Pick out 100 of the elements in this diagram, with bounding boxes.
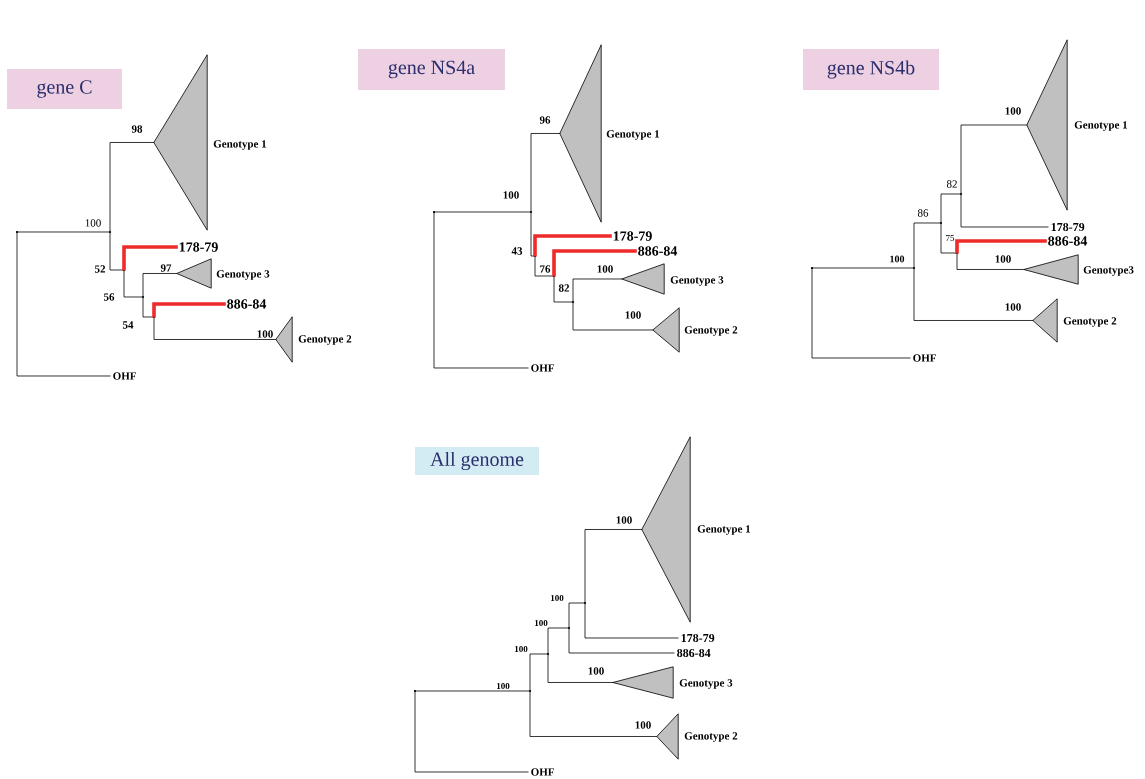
tree-branch: [940, 193, 961, 223]
tree-branch: [572, 278, 623, 302]
leaf-label: 886-84: [677, 648, 711, 658]
genotype-label: Genotype 1: [697, 525, 751, 535]
tree-branch: [547, 627, 569, 654]
bootstrap-value: 100: [497, 682, 510, 690]
leaf-label: 178-79: [681, 633, 715, 643]
tree-branch: [955, 239, 1047, 254]
branch-point: [955, 251, 959, 255]
bootstrap-value: 52: [94, 265, 106, 273]
branch-point: [141, 295, 145, 299]
tree-branch: [433, 212, 529, 369]
branch-point: [571, 300, 575, 304]
leaf-label: 178-79: [613, 231, 652, 241]
tree-branch: [534, 256, 554, 277]
panel-title: gene C: [7, 69, 122, 109]
branch-point: [122, 268, 126, 272]
tree-branch: [433, 211, 531, 213]
genotype-label: Genotype 1: [1074, 121, 1128, 131]
tree-branch: [533, 234, 612, 257]
bootstrap-value: 100: [597, 265, 613, 273]
leaf-label: 886-84: [227, 299, 267, 309]
bootstrap-value: 75: [946, 235, 955, 241]
bootstrap-value: 100: [1005, 303, 1021, 311]
genotype-label: Genotype 1: [606, 130, 660, 140]
tree-branch: [152, 302, 226, 318]
genotype-label: Genotype 2: [684, 732, 738, 742]
leaf-label: OHF: [113, 372, 136, 380]
bootstrap-value: 100: [534, 619, 548, 627]
bootstrap-value: 82: [558, 284, 570, 292]
bootstrap-value: 86: [917, 209, 929, 217]
tree-branch: [811, 268, 911, 359]
tree-branch: [584, 603, 679, 639]
tree-branch: [153, 317, 277, 340]
bootstrap-value: 100: [616, 516, 632, 524]
tree-branch: [109, 142, 155, 232]
branch-point: [546, 652, 550, 656]
branch-point: [552, 274, 556, 278]
tree-branch: [142, 297, 154, 318]
tree-branch: [529, 653, 548, 691]
bootstrap-value: 97: [160, 264, 172, 272]
genotype-label: Genotype 2: [684, 326, 738, 336]
branch-point: [528, 689, 532, 693]
branch-point: [583, 601, 587, 605]
tree-branch: [553, 276, 573, 303]
panel-title: All genome: [415, 447, 539, 475]
tree-branch: [109, 232, 124, 271]
tree-branch: [568, 628, 675, 654]
tree-branch: [16, 232, 111, 377]
bootstrap-value: 100: [625, 311, 641, 319]
leaf-label: 886-84: [1048, 236, 1088, 246]
branch-point: [939, 221, 943, 225]
genotype-label: Genotype 3: [216, 270, 270, 280]
tree-branch: [956, 253, 1025, 270]
tree-branch: [122, 245, 178, 271]
bootstrap-value: 100: [85, 219, 101, 227]
bootstrap-value: 100: [890, 255, 905, 263]
bootstrap-value: 76: [540, 265, 551, 273]
leaf-label: OHF: [531, 768, 554, 776]
bootstrap-value: 54: [122, 321, 134, 329]
tree-branch: [530, 133, 561, 212]
tree-branch: [529, 691, 658, 737]
tree-branch: [16, 231, 110, 233]
branch-point: [959, 192, 963, 196]
leaf-label: 178-79: [1051, 222, 1085, 232]
bootstrap-value: 100: [515, 645, 528, 653]
leaf-label: OHF: [531, 364, 554, 372]
tree-branch: [552, 249, 637, 277]
branch-point: [152, 315, 156, 319]
tree-branch: [123, 270, 143, 298]
leaf-label: 178-79: [179, 242, 218, 252]
branch-point: [912, 266, 916, 270]
panel-title: gene NS4b: [803, 49, 939, 90]
leaf-label: 886-84: [638, 246, 678, 256]
bootstrap-value: 56: [103, 293, 115, 301]
bootstrap-value: 98: [131, 125, 143, 133]
genotype-label: Genotype 2: [298, 335, 352, 345]
bootstrap-value: 82: [946, 180, 957, 188]
genotype-label: Genotype 3: [670, 276, 724, 286]
branch-point: [108, 230, 112, 234]
tree-branch: [414, 690, 530, 692]
bootstrap-value: 100: [635, 721, 651, 729]
branch-point: [529, 210, 533, 214]
genotype-label: Genotype 1: [213, 140, 267, 150]
tree-branch: [568, 602, 585, 628]
bootstrap-value: 96: [539, 116, 551, 124]
tree-branch: [811, 267, 914, 269]
bootstrap-value: 100: [995, 255, 1011, 263]
tree-branch: [572, 302, 654, 331]
bootstrap-value: 100: [550, 594, 564, 602]
tree-branch: [547, 654, 614, 683]
bootstrap-value: 100: [588, 667, 604, 675]
tree-branch: [960, 124, 1028, 194]
bootstrap-value: 100: [257, 330, 273, 338]
tree-branch: [913, 268, 1034, 321]
leaf-label: OHF: [913, 354, 936, 362]
genotype-label: Genotype3: [1083, 266, 1134, 276]
tree-branch: [913, 222, 941, 268]
tree-branch: [414, 691, 529, 773]
bootstrap-value: 43: [511, 247, 523, 255]
